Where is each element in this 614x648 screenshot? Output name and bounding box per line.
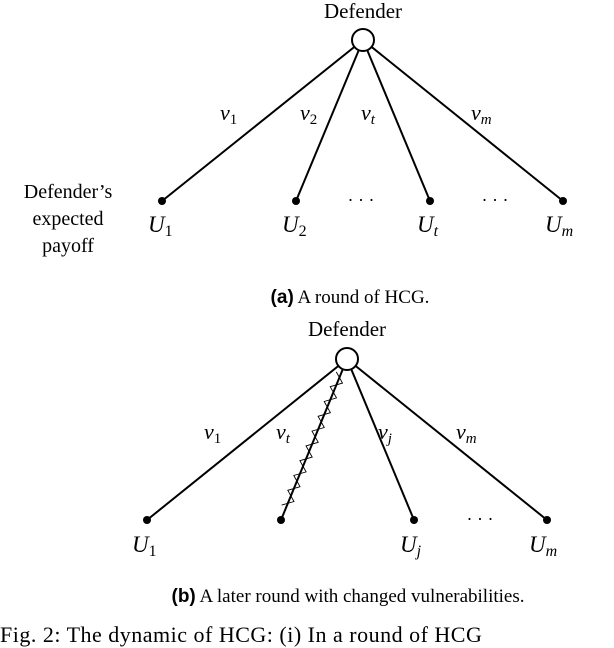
edge-label-b-v1: v1 (204, 419, 221, 447)
leaf-label-b-u1: U1 (132, 532, 157, 560)
leaf-node-a-t (426, 197, 434, 205)
side-label-line-2: expected (32, 208, 103, 230)
ellipsis-a-2: · · · (482, 190, 509, 210)
root-label-b: Defender (308, 317, 386, 341)
edge-b-1 (146, 358, 348, 521)
figure-caption: Fig. 2: The dynamic of HCG: (i) In a rou… (0, 622, 483, 647)
leaf-node-b-t (277, 516, 285, 524)
edge-label-b-vj: vj (378, 419, 392, 447)
edge-b-t (280, 358, 348, 521)
leaf-node-a-1 (158, 197, 166, 205)
edge-label-a-v2: v2 (300, 100, 317, 128)
leaf-label-b-uj: Uj (400, 532, 422, 560)
edge-b-t-zigzag (281, 371, 344, 506)
leaf-node-b-m (543, 516, 551, 524)
caption-a: (a) A round of HCG. (271, 287, 430, 308)
edge-label-a-vm: vm (471, 100, 492, 128)
leaf-label-a-um: Um (545, 212, 573, 240)
edge-label-b-vt: vt (276, 419, 291, 447)
side-label-line-1: Defender’s (24, 181, 113, 203)
leaf-node-b-1 (143, 516, 151, 524)
leaf-label-a-u2: U2 (282, 212, 307, 240)
side-label-line-3: payoff (42, 235, 94, 257)
leaf-label-a-u1: U1 (148, 212, 173, 240)
edge-a-2 (295, 39, 364, 202)
leaf-node-b-j (410, 516, 418, 524)
edge-a-t (362, 39, 431, 202)
defender-node-b (335, 347, 359, 371)
defender-node-a (351, 28, 375, 52)
edge-label-a-v1: v1 (220, 100, 237, 128)
edge-label-b-vm: vm (456, 419, 477, 447)
caption-b: (b) A later round with changed vulnerabi… (172, 586, 525, 607)
edge-a-m (362, 39, 564, 202)
edge-b-j (346, 358, 415, 521)
root-label-a: Defender (324, 0, 402, 23)
leaf-label-a-ut: Ut (417, 212, 439, 240)
leaf-label-b-um: Um (529, 532, 557, 560)
leaf-node-a-2 (292, 197, 300, 205)
edge-b-m (346, 358, 548, 521)
edge-a-1 (161, 39, 364, 202)
ellipsis-a-1: · · · (348, 190, 375, 210)
subfigure-b: Defender v1 vt vj vm U1 Uj Um · · · (b) … (132, 317, 557, 607)
edge-label-a-vt: vt (361, 100, 376, 128)
ellipsis-b: · · · (467, 509, 494, 529)
subfigure-a: Defender v1 v2 vt vm U1 U2 Ut Um · · · ·… (24, 0, 573, 308)
leaf-node-a-m (559, 197, 567, 205)
